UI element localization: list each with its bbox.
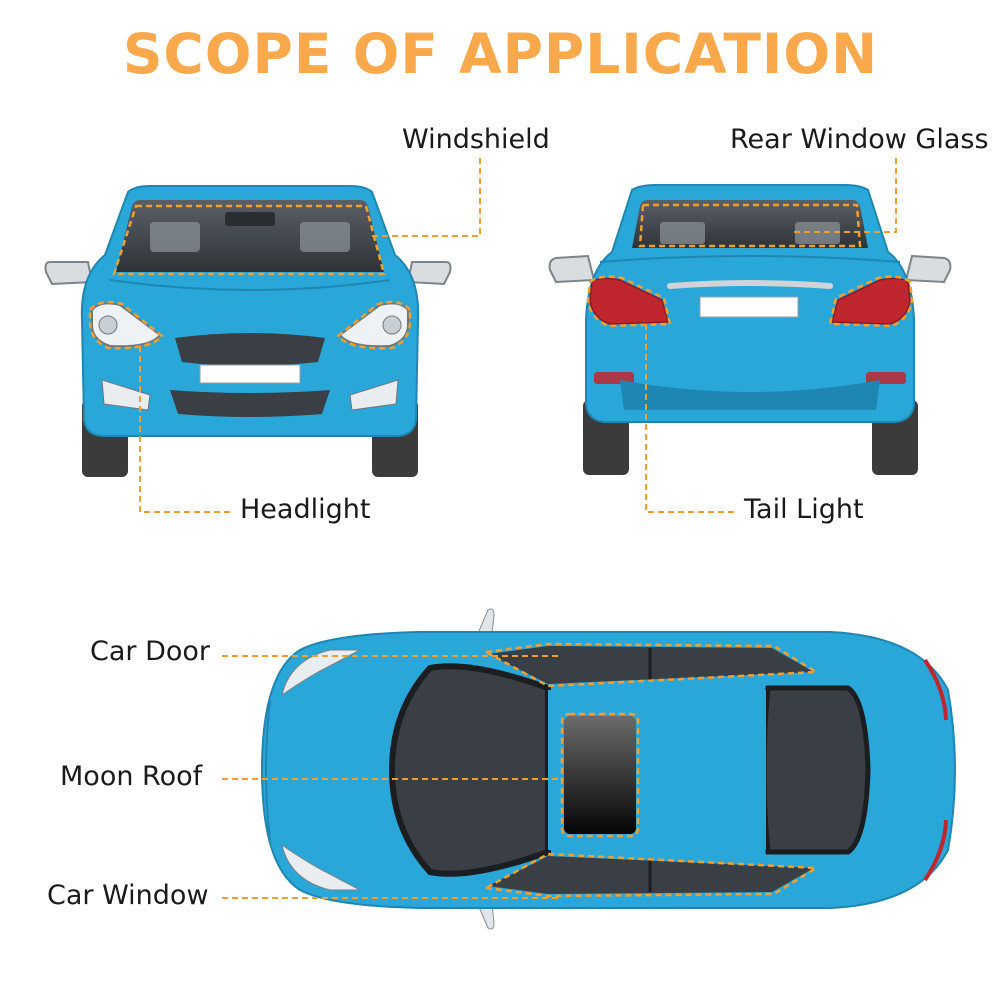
leader-lines xyxy=(139,158,897,899)
highlight-outlines xyxy=(88,203,914,898)
right-headlight-lamp xyxy=(338,302,409,348)
front-left-mirror xyxy=(44,261,94,286)
lower-grille xyxy=(170,390,330,417)
moon-roof-panel xyxy=(564,716,636,834)
label-car-door: Car Door xyxy=(90,636,211,667)
front-right-mirror xyxy=(406,261,452,286)
label-car-window: Car Window xyxy=(47,880,209,911)
left-headlight-lamp xyxy=(91,302,162,348)
windshield-glass xyxy=(116,200,384,272)
rear-left-mirror xyxy=(548,254,596,284)
left-tail-lamp xyxy=(589,277,669,325)
front-view-car xyxy=(44,185,452,477)
upper-grille xyxy=(175,333,325,366)
rear-right-mirror xyxy=(904,254,952,284)
page-title: SCOPE OF APPLICATION xyxy=(122,22,879,86)
label-tail-light: Tail Light xyxy=(744,494,864,525)
label-windshield: Windshield xyxy=(402,124,550,155)
label-headlight: Headlight xyxy=(240,494,371,525)
top-rear-window xyxy=(761,685,871,855)
label-moon-roof: Moon Roof xyxy=(60,761,203,792)
front-license-plate xyxy=(199,364,301,384)
top-view-car xyxy=(260,608,956,930)
rear-view-car xyxy=(548,184,952,475)
rear-license-plate xyxy=(699,296,799,318)
right-tail-lamp xyxy=(831,277,911,325)
top-windshield xyxy=(388,663,551,877)
label-rear-window-glass: Rear Window Glass xyxy=(730,124,989,155)
